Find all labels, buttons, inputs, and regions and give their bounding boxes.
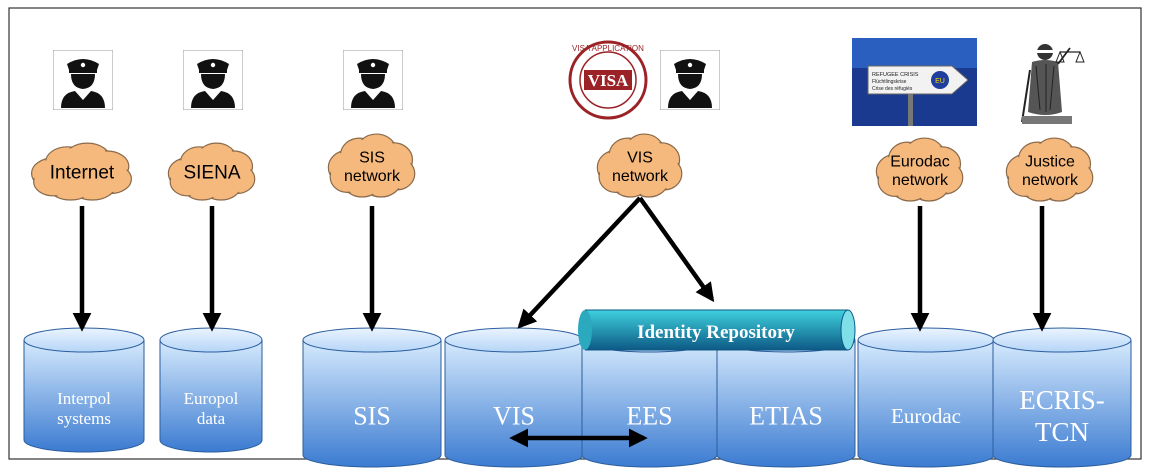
network-label: network: [1022, 172, 1079, 189]
database-top: [23, 327, 145, 353]
database-body: [857, 339, 995, 468]
database-label: Interpol: [57, 389, 111, 408]
database-label: systems: [57, 409, 111, 428]
network-label: VIS: [627, 149, 653, 166]
database-label: EES: [626, 402, 672, 431]
database-sis: SIS: [302, 327, 442, 468]
database-label: ECRIS-: [1019, 385, 1105, 415]
database-top: [444, 327, 584, 353]
svg-text:Crise des réfugiés: Crise des réfugiés: [872, 86, 913, 92]
actor-icons: VISA APPLICATION VISA EU REFUGEE CRISIS …: [53, 36, 1085, 128]
svg-text:VISA APPLICATION: VISA APPLICATION: [572, 44, 644, 53]
database-top: [992, 327, 1132, 353]
visa-application-stamp-icon: VISA APPLICATION VISA: [566, 38, 651, 126]
cloud-eurodac-network: Eurodac network: [875, 137, 964, 202]
svg-text:Flüchtlingskrise: Flüchtlingskrise: [872, 79, 907, 85]
database-eurodac: Eurodac: [857, 327, 995, 468]
police-officer-icon: [183, 50, 243, 110]
database-body: [302, 339, 442, 468]
cloud-siena: SIENA: [167, 142, 256, 201]
arrow-vis-network-to-identity-repository: [638, 196, 715, 303]
database-ecris-tcn: ECRIS-TCN: [992, 327, 1132, 468]
database-top: [302, 327, 442, 353]
database-vis: VIS: [444, 327, 584, 468]
database-body: [23, 339, 145, 453]
identity-repository-body: [585, 310, 848, 350]
database-label: data: [197, 409, 226, 428]
network-label: network: [892, 172, 949, 189]
svg-text:VISA: VISA: [588, 71, 629, 90]
police-officer-icon: [660, 50, 720, 110]
database-label: SIS: [353, 402, 391, 431]
network-label: Justice: [1025, 153, 1075, 170]
cloud-internet: Internet: [30, 142, 133, 201]
identity-repository: Identity Repository: [578, 309, 856, 351]
network-label: network: [344, 168, 401, 185]
database-label: ETIAS: [749, 402, 823, 431]
database-top: [857, 327, 995, 353]
database-label: Europol: [184, 389, 239, 408]
network-label: SIS: [359, 149, 385, 166]
database-label: TCN: [1035, 417, 1089, 447]
network-label: SIENA: [183, 163, 240, 184]
network-label: Internet: [50, 163, 115, 184]
network-label: network: [612, 168, 669, 185]
cloud-sis-network: SIS network: [327, 133, 416, 198]
cloud-justice-network: Justice network: [1005, 137, 1094, 202]
lady-justice-icon: [1013, 36, 1085, 128]
database-label: Eurodac: [891, 404, 961, 428]
svg-text:REFUGEE CRISIS: REFUGEE CRISIS: [872, 72, 919, 78]
svg-text:EU: EU: [935, 78, 945, 85]
database-body: [992, 339, 1132, 468]
connection-arrows: [72, 196, 1052, 332]
database-body: [716, 339, 856, 468]
identity-repository-label: Identity Repository: [637, 322, 795, 343]
database-top: [159, 327, 263, 353]
identity-repository-start: [578, 310, 592, 350]
network-label: Eurodac: [890, 153, 950, 170]
refugee-crisis-sign-icon: EU REFUGEE CRISIS Flüchtlingskrise Crise…: [852, 38, 977, 126]
cloud-vis-network: VIS network: [596, 133, 683, 198]
arrow-vis-network-to-vis: [517, 196, 642, 329]
police-officer-icon: [53, 50, 113, 110]
database-label: VIS: [493, 402, 535, 431]
database-body: [159, 339, 263, 453]
identity-repository-end: [840, 309, 856, 351]
police-officer-icon: [343, 50, 403, 110]
